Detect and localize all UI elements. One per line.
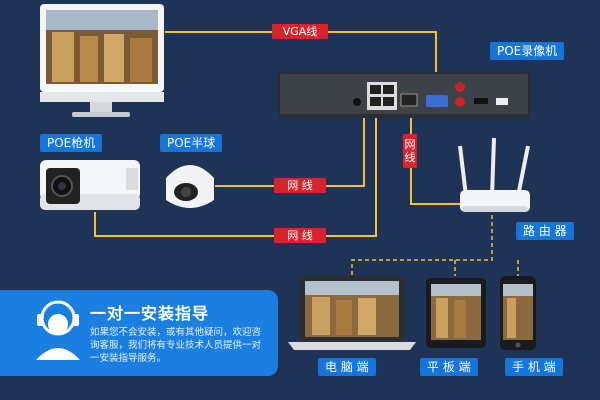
tablet-icon bbox=[426, 278, 486, 348]
vga-cable-label: VGA线 bbox=[272, 24, 328, 39]
pc-label: 电 脑 端 bbox=[318, 358, 376, 376]
dome-camera-icon bbox=[166, 165, 214, 208]
poe-dome-label: POE半球 bbox=[160, 134, 223, 152]
router-cable-line bbox=[410, 112, 462, 205]
dome-cable-line bbox=[215, 104, 365, 187]
nvr-label: POE录像机 bbox=[490, 42, 565, 60]
wireless-line bbox=[351, 215, 493, 276]
poe-bullet-label: POE枪机 bbox=[40, 134, 103, 152]
install-help-text: 如果您不会安装，或有其他疑问，欢迎咨询客服，我们将有专业技术人员提供一对一安装指… bbox=[90, 327, 262, 364]
wireless-lines bbox=[351, 215, 519, 276]
bullet-camera-icon bbox=[40, 160, 140, 210]
net-cable-label-router: 网线 bbox=[403, 134, 417, 168]
router-label: 路 由 器 bbox=[516, 222, 574, 240]
install-help-title: 一对一安装指导 bbox=[90, 304, 210, 323]
bullet-cable-line bbox=[94, 104, 377, 237]
net-cable-label-bullet: 网 线 bbox=[274, 228, 326, 243]
net-cable-label-dome: 网 线 bbox=[274, 178, 326, 193]
router-icon bbox=[458, 137, 530, 212]
phone-label: 手 机 端 bbox=[505, 358, 563, 376]
phone-icon bbox=[500, 276, 536, 350]
monitor-icon bbox=[40, 4, 164, 117]
nvr-icon bbox=[278, 72, 530, 118]
tablet-label: 平 板 端 bbox=[420, 358, 478, 376]
laptop-icon bbox=[288, 276, 416, 350]
install-help-panel: 一对一安装指导 如果您不会安装，或有其他疑问，欢迎咨询客服，我们将有专业技术人员… bbox=[0, 290, 278, 376]
